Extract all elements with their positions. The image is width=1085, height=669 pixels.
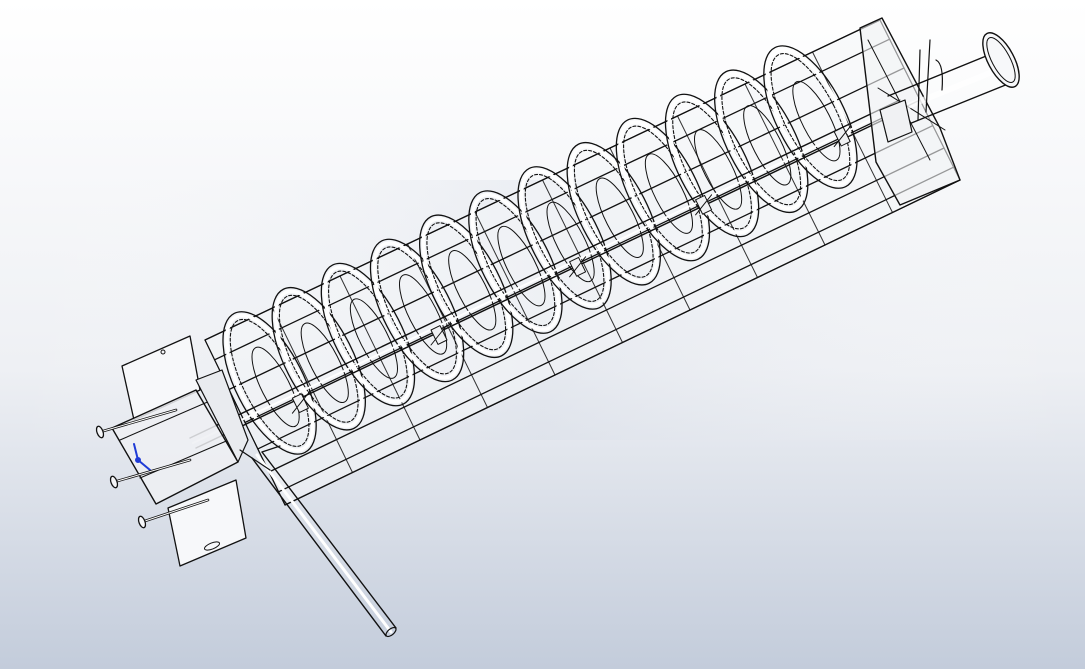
flight-loop-highlight xyxy=(224,313,315,452)
outlet-pipe-highlight xyxy=(893,65,1005,114)
helical-flight[interactable] xyxy=(204,32,876,468)
outlet-flange-inner xyxy=(986,37,1016,83)
outlet-pipe[interactable] xyxy=(879,27,1027,143)
bolt-shank-highlight xyxy=(113,459,191,483)
flight-loop-highlight xyxy=(569,144,659,283)
shaft-fitting-pin-1 xyxy=(291,392,309,414)
flight-loop-inner-ring xyxy=(644,153,693,234)
cage-rib-2 xyxy=(272,307,353,473)
flight-loop-highlight xyxy=(716,72,806,211)
support-leg[interactable] xyxy=(239,445,398,638)
shaft-edge-top xyxy=(189,99,901,439)
flight-loop-outer-edge xyxy=(222,311,317,455)
flight-loop-inner-ring xyxy=(792,80,841,162)
cage-rib-3 xyxy=(339,275,421,441)
bolt-head-disc xyxy=(95,425,105,439)
outlet-flange[interactable] xyxy=(975,27,1026,92)
outlet-stub-2 xyxy=(925,39,931,113)
flight-loop-highlight xyxy=(667,96,757,235)
front-bolt-3[interactable] xyxy=(137,498,210,529)
hopper-top-hole xyxy=(160,349,166,355)
shaft-fitting-pin-4 xyxy=(695,194,713,216)
rear-end-brace-1 xyxy=(867,39,931,161)
flight-loop-outer-edge xyxy=(418,214,514,359)
leg-end-cap xyxy=(385,626,397,638)
flight-loop-outer-edge xyxy=(615,117,711,262)
cage-rib-4 xyxy=(407,243,488,408)
flight-loop-outer-edge xyxy=(664,93,760,238)
flight-loop-inner-ring xyxy=(497,225,546,307)
flight-loop-outer-edge xyxy=(271,286,367,431)
leg-edge-right xyxy=(261,451,397,629)
front-bolt-2[interactable] xyxy=(109,458,192,489)
outlet-pipe-edge-bottom xyxy=(903,83,1009,127)
rear-support-bracket xyxy=(879,99,913,143)
central-shaft[interactable] xyxy=(189,99,905,449)
flight-loop-outer-edge xyxy=(517,166,612,310)
flight-loop-outer-edge xyxy=(468,190,563,334)
flight-loop-outer-edge xyxy=(763,45,858,189)
cage-rib-1 xyxy=(204,339,286,506)
flight-loop-inner-ring xyxy=(743,105,792,186)
flight-loop-inner-ring xyxy=(595,177,644,258)
flight-loop-outer-edge xyxy=(713,69,809,214)
cage-rib-8 xyxy=(677,115,758,278)
leg-bracket-1 xyxy=(239,449,271,471)
flight-loop-highlight xyxy=(274,289,364,428)
hopper-bottom-plate xyxy=(167,479,247,567)
flight-loop-highlight xyxy=(765,48,856,187)
bolt-shank-highlight xyxy=(99,409,177,433)
screw-conveyor-assembly[interactable] xyxy=(95,17,1027,638)
flight-loop-highlight xyxy=(323,265,413,404)
flight-loop-2[interactable] xyxy=(253,274,384,444)
flight-loop-inner-ring xyxy=(694,129,743,210)
flight-loop-outer-edge xyxy=(369,238,465,383)
cage-rib-5 xyxy=(474,211,556,376)
flight-loop-outer-edge xyxy=(320,262,416,407)
bolt-head-disc xyxy=(109,475,119,489)
flight-loop-inner-ring xyxy=(251,346,300,428)
flight-loop-highlight xyxy=(372,241,462,380)
flight-loop-inner-ring xyxy=(399,274,448,355)
shaft-fitting-pin-2 xyxy=(430,324,448,346)
leg-highlight xyxy=(255,453,393,634)
flight-loop-outer-edge xyxy=(566,141,662,286)
bolt-shank-highlight xyxy=(141,499,209,523)
flight-loop-inner-ring xyxy=(300,322,349,403)
cage-rib-9 xyxy=(744,83,826,246)
bolt-head-disc xyxy=(137,515,147,529)
hopper-bottom-slot xyxy=(203,541,221,551)
hopper-top-plate xyxy=(121,335,201,421)
leg-bracket-2 xyxy=(261,445,281,453)
flight-loop-inner-edge xyxy=(770,53,851,182)
coordinate-triad-icon xyxy=(133,443,151,471)
rear-end-frame xyxy=(859,17,961,206)
flight-loop-10[interactable] xyxy=(646,80,777,250)
shaft-edge-bottom xyxy=(195,109,905,449)
front-bolts[interactable] xyxy=(95,408,210,529)
hopper-side-flange xyxy=(195,369,249,463)
front-bolt-1[interactable] xyxy=(95,408,178,439)
shaft-fitting-pin-3 xyxy=(569,256,587,278)
flight-loop-inner-ring xyxy=(448,250,497,331)
flight-loop-highlight xyxy=(519,168,610,307)
flight-loop-highlight xyxy=(618,120,708,259)
triad-origin xyxy=(135,457,141,463)
flight-loop-6[interactable] xyxy=(450,177,581,347)
leg-edge-left xyxy=(251,457,387,637)
flight-loop-12[interactable] xyxy=(745,32,876,202)
flight-loop-highlight xyxy=(421,217,511,356)
shaft-fitting-pin-5 xyxy=(833,126,851,148)
outlet-stub-1 xyxy=(917,49,921,121)
flight-loop-inner-ring xyxy=(546,201,595,283)
shaft-fittings xyxy=(291,126,851,414)
shaft-highlight xyxy=(192,104,903,444)
flight-loop-inner-ring xyxy=(349,298,398,379)
flight-loop-5[interactable] xyxy=(401,201,532,371)
flight-loop-highlight xyxy=(470,193,561,332)
rear-small-pipe xyxy=(935,59,943,91)
flight-loop-11[interactable] xyxy=(696,56,827,226)
